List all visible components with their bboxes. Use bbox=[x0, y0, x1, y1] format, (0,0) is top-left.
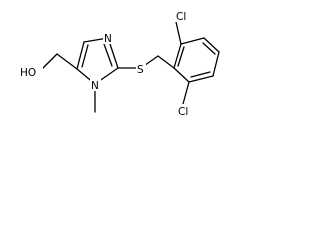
chlorine-top-bg bbox=[175, 9, 190, 22]
chlorine-bottom-bg bbox=[177, 104, 192, 117]
chlorine-top-label: Cl bbox=[176, 11, 186, 23]
bond-hydroxyl-ch2 bbox=[42, 53, 58, 69]
bond-ch2-c5 bbox=[56, 53, 78, 70]
ring-nitrogen-methyl-label: N bbox=[91, 80, 99, 92]
bond-ar-3-4-double bbox=[202, 42, 216, 55]
bond-ar-5-6-double bbox=[190, 71, 211, 78]
bond-ar-6-1 bbox=[173, 67, 190, 83]
bond-c5-c4 bbox=[76, 41, 85, 70]
bond-ar-1-2 bbox=[173, 43, 182, 69]
bond-ar-3-4 bbox=[203, 37, 220, 53]
bond-ar-cl-top bbox=[175, 21, 182, 45]
bond-ar-5-6 bbox=[188, 75, 214, 83]
sulfur-label-bg bbox=[136, 62, 146, 75]
bond-ar-1-2-double bbox=[177, 46, 185, 67]
bond-c5-c4-double bbox=[81, 44, 89, 68]
bond-ch2-aryl bbox=[157, 55, 175, 69]
sulfur-label: S bbox=[137, 64, 144, 76]
ring-nitrogen-methyl-bg bbox=[90, 78, 101, 91]
molecule-structure: HO N N S Cl Cl bbox=[19, 9, 220, 118]
hydroxyl-label-bg bbox=[19, 65, 43, 78]
ring-nitrogen-top-label: N bbox=[104, 33, 112, 45]
bond-ar-2-3 bbox=[180, 37, 205, 45]
chlorine-bottom-label: Cl bbox=[178, 106, 188, 118]
bond-n3-c2-double bbox=[103, 43, 113, 67]
bond-ar-4-5 bbox=[212, 51, 220, 77]
hydroxyl-label: HO bbox=[20, 67, 36, 79]
ring-nitrogen-top-bg bbox=[103, 31, 114, 44]
bond-ar-cl-bottom bbox=[182, 81, 190, 105]
